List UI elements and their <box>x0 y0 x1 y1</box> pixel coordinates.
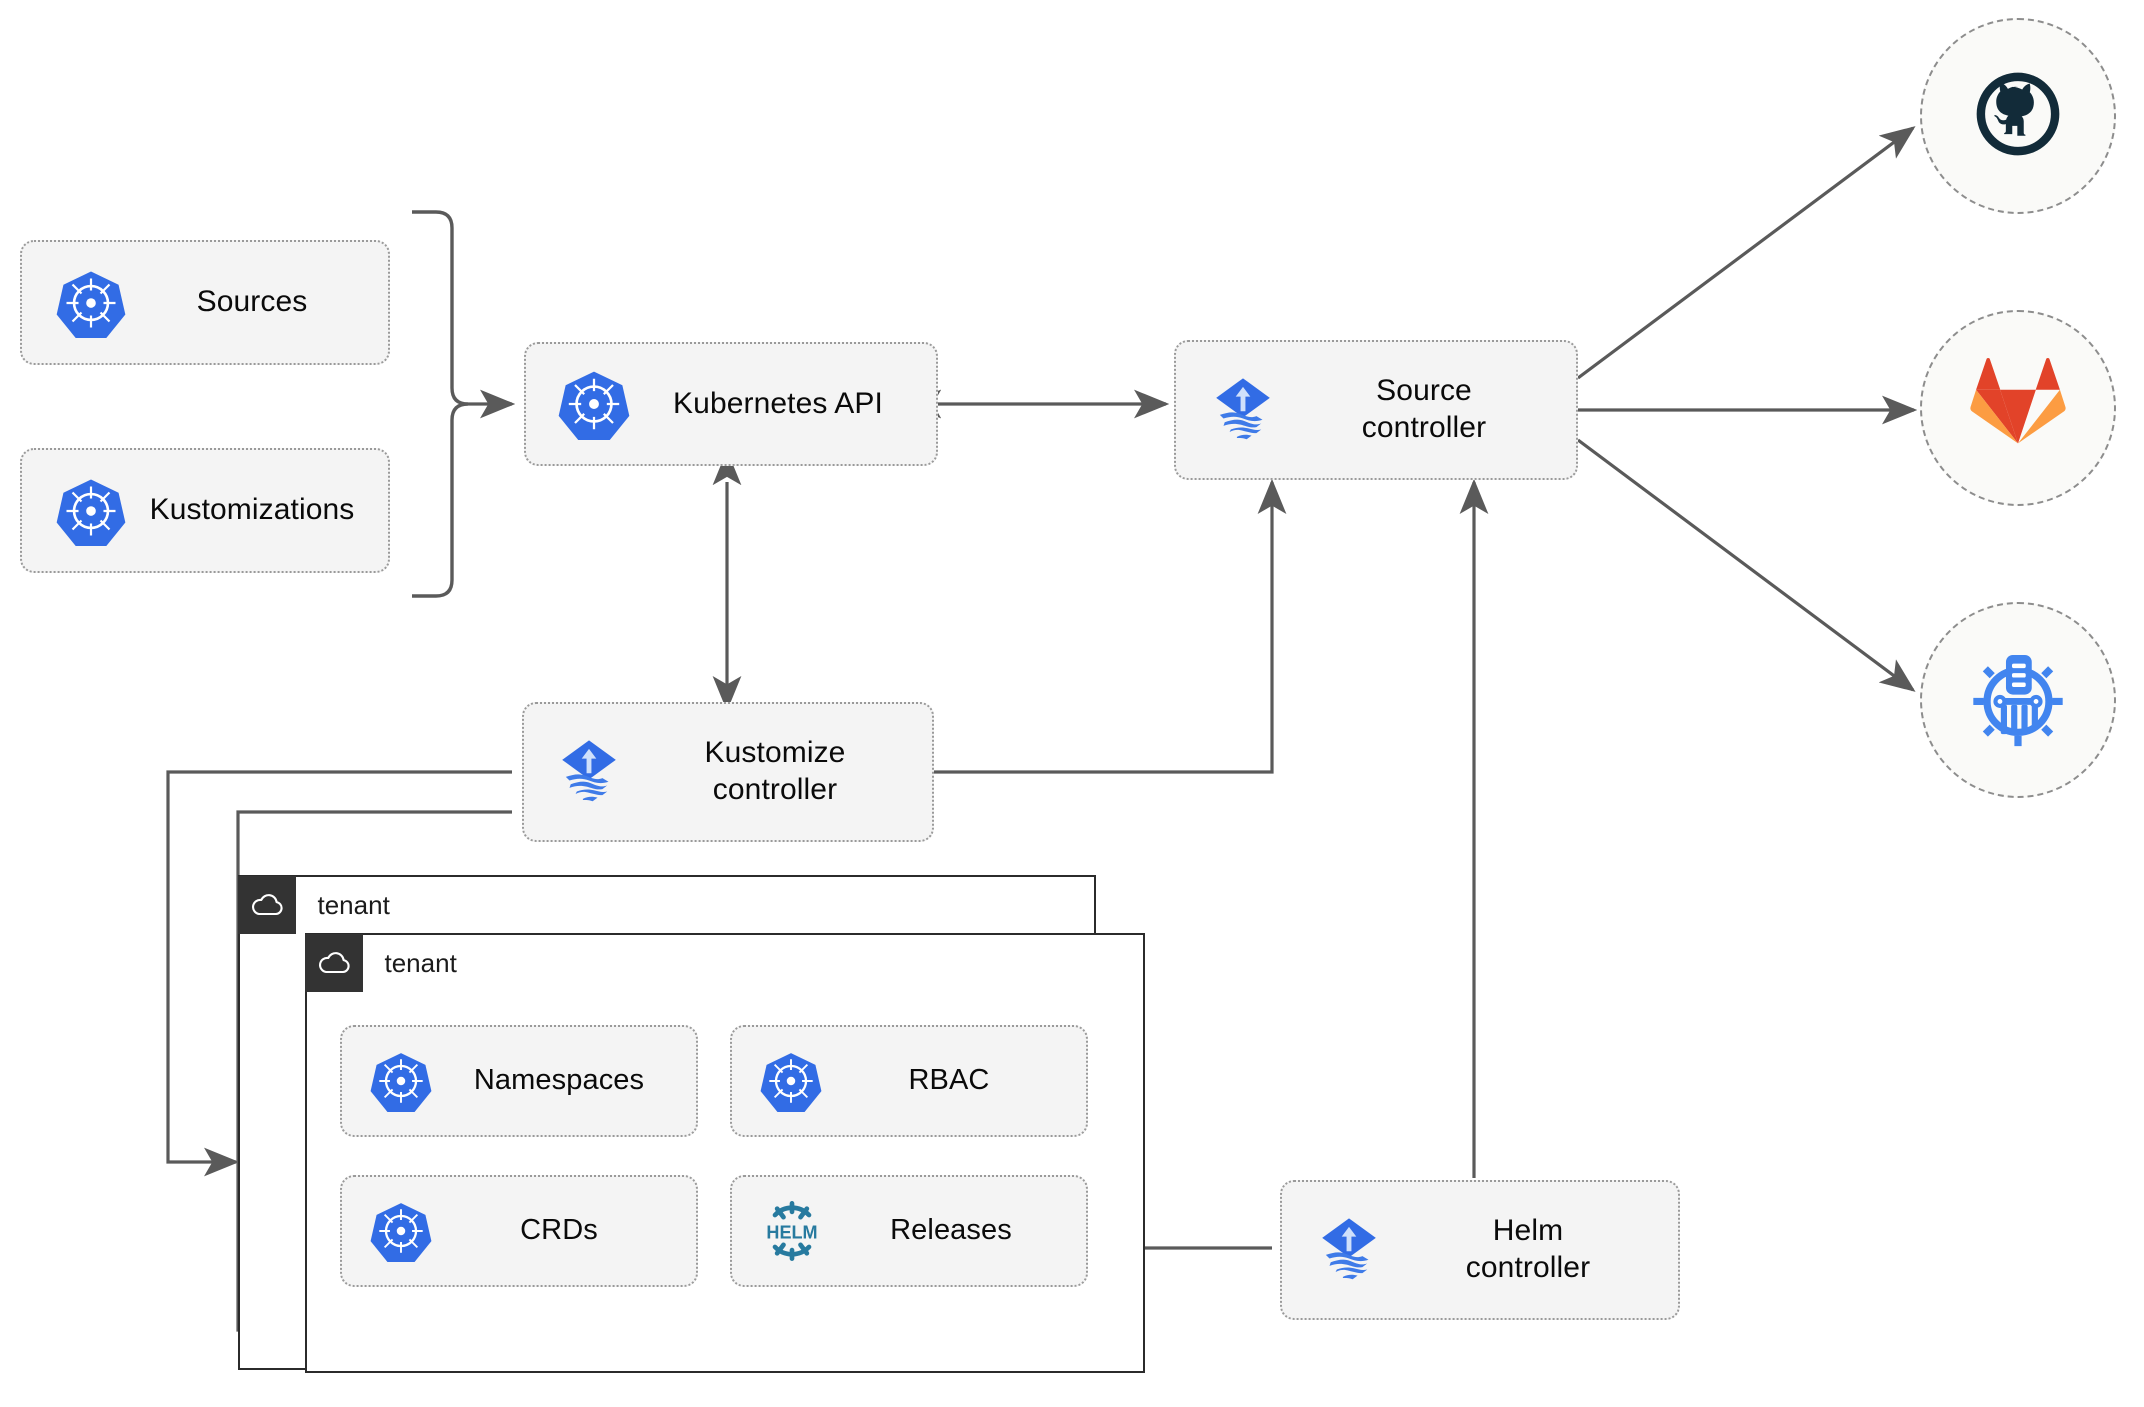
node-label: CRDs <box>520 1214 598 1247</box>
node-label: Releases <box>890 1214 1012 1247</box>
edge-source-to-helmrepo <box>1577 438 1916 692</box>
kubernetes-icon <box>56 476 126 546</box>
node-label-line2: controller <box>1465 1251 1591 1284</box>
node-helm-controller[interactable]: Helm controller <box>1280 1180 1680 1320</box>
node-label: Helm controller <box>1388 1213 1678 1286</box>
gitlab-icon <box>1966 354 2070 463</box>
kubernetes-icon <box>760 1050 822 1112</box>
node-namespaces[interactable]: Namespaces <box>340 1025 698 1137</box>
flux-icon <box>550 733 628 811</box>
node-sources[interactable]: Sources <box>20 240 390 365</box>
tenant-container-front[interactable]: tenant <box>304 933 1145 1373</box>
tenant-header: tenant <box>237 875 390 935</box>
node-crds[interactable]: CRDs <box>340 1175 698 1287</box>
node-label: Sources <box>196 285 308 319</box>
helm-icon: HELM <box>758 1197 826 1265</box>
node-label-line1: Kustomize <box>704 736 846 770</box>
kubernetes-icon <box>370 1050 432 1112</box>
node-label-line2: controller <box>712 773 838 806</box>
kubernetes-icon <box>558 368 630 440</box>
node-label: Kustomizations <box>149 493 355 527</box>
svg-text:HELM: HELM <box>766 1222 817 1242</box>
node-kustomizations[interactable]: Kustomizations <box>20 448 390 573</box>
node-label: Kustomize controller <box>628 735 932 808</box>
github-icon <box>1964 60 2072 173</box>
provider-helm-repo[interactable] <box>1920 602 2116 798</box>
cloud-icon <box>304 933 363 992</box>
node-source-controller[interactable]: Source controller <box>1174 340 1578 480</box>
node-label-line1: Helm <box>1492 1214 1564 1248</box>
node-label: Source controller <box>1282 373 1576 446</box>
provider-github[interactable] <box>1920 18 2116 214</box>
flux-icon <box>1310 1211 1388 1289</box>
provider-gitlab[interactable] <box>1920 310 2116 506</box>
node-label: Namespaces <box>473 1064 645 1097</box>
kubernetes-icon <box>370 1200 432 1262</box>
tenant-label: tenant <box>317 889 390 920</box>
tenant-header: tenant <box>304 933 457 993</box>
helm-repo-icon <box>1963 643 2073 758</box>
node-rbac[interactable]: RBAC <box>730 1025 1088 1137</box>
node-label-line2: controller <box>1361 411 1487 444</box>
node-releases[interactable]: HELM Releases <box>730 1175 1088 1287</box>
tenant-label: tenant <box>384 947 457 978</box>
kubernetes-icon <box>56 268 126 338</box>
node-kubernetes-api[interactable]: Kubernetes API <box>524 342 938 466</box>
edge-kustomize-to-source <box>933 478 1287 774</box>
node-label: Kubernetes API <box>673 386 883 420</box>
cloud-icon <box>237 875 296 934</box>
edge-source-to-github <box>1577 126 1916 380</box>
node-label-line1: Source <box>1376 374 1472 408</box>
edge-bracket-sources-kustomizations <box>412 210 469 598</box>
node-kustomize-controller[interactable]: Kustomize controller <box>522 702 934 842</box>
flux-icon <box>1204 371 1282 449</box>
node-label: RBAC <box>908 1064 990 1097</box>
